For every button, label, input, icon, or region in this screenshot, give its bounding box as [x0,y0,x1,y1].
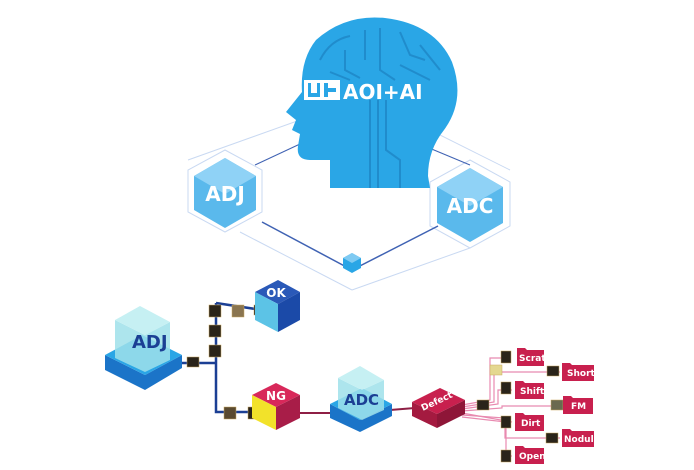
hex-adc: ADC [437,168,503,242]
hex-adj-label: ADJ [205,182,245,206]
defect-folders: Scratch Short Shift FM Dirt Nodule Open [515,348,600,464]
svg-text:Open: Open [519,452,546,462]
hex-adc-label: ADC [447,194,494,218]
defect-folder-short: Short [562,363,596,381]
defect-box: Defect [412,388,465,428]
svg-text:Nodule: Nodule [564,435,600,445]
hex-adj: ADJ [194,158,256,228]
defect-folder-dirt: Dirt [515,413,544,431]
adc-machine: ADC [330,366,392,432]
small-cube-icon [343,253,361,273]
adc-machine-label: ADC [344,391,379,409]
head-icon [286,17,458,188]
brand-title: AOI+AI [343,80,423,104]
ng-label: NG [266,389,286,403]
svg-text:Shift: Shift [520,387,545,397]
adj-machine-label: ADJ [132,332,168,353]
defect-folder-fm: FM [563,396,593,414]
defect-folder-open: Open [515,446,546,464]
ok-cube: OK [255,280,300,332]
defect-folder-scratch: Scratch [517,348,557,366]
ok-label: OK [266,286,286,300]
adj-machine: ADJ [105,306,182,390]
defect-folder-nodule: Nodule [562,429,600,447]
brand-logo: AOI+AI [304,80,423,104]
svg-text:Dirt: Dirt [521,419,541,429]
svg-text:Scratch: Scratch [519,354,557,364]
ng-cube: NG [252,383,300,430]
svg-text:Short: Short [567,369,596,379]
defect-folder-shift: Shift [515,381,545,399]
hex-network-lines [187,119,511,291]
svg-text:FM: FM [571,402,586,412]
